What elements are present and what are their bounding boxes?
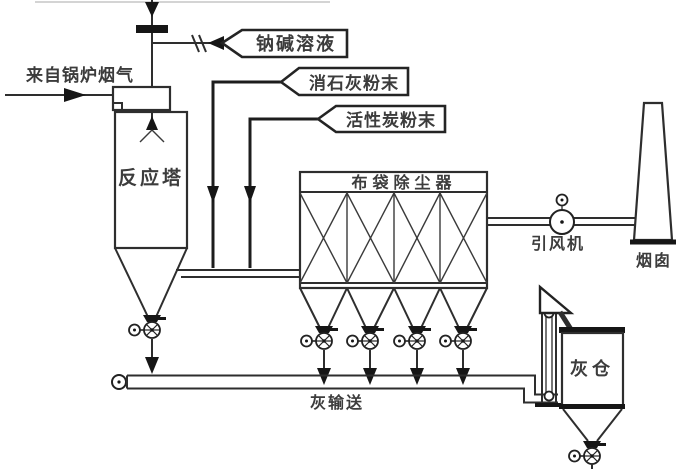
banner-slaked-lime: 消石灰粉末	[207, 66, 410, 268]
down-arrow-icon	[244, 186, 256, 203]
silo-cone-right	[596, 408, 623, 442]
pipe-break-icon	[198, 34, 207, 53]
ash-silo: 灰仓	[559, 327, 625, 469]
activated-carbon-label: 活性炭粉末	[346, 110, 436, 130]
reaction-tower-label: 反应塔	[118, 166, 184, 189]
banner-shape	[315, 104, 447, 134]
baghouse-hoppers	[299, 287, 488, 329]
filter-bag-lattice	[299, 192, 488, 284]
slaked-lime-label: 消石灰粉末	[309, 73, 399, 93]
bag-filter-label: 布袋除尘器	[351, 173, 456, 192]
ash-conveyor: 灰输送	[111, 374, 558, 412]
fan-hub-dot	[560, 220, 564, 224]
tower-cone-left	[114, 247, 149, 318]
chimney: 烟囱	[630, 101, 676, 270]
hopper-rotary-valve-icon	[438, 324, 479, 351]
silo-top-band	[559, 327, 625, 333]
banner-shape	[219, 28, 349, 59]
bucket-elevator	[535, 284, 575, 407]
carbon-feed-pipe	[248, 117, 318, 268]
left-arrow-icon	[208, 36, 224, 50]
bag-filter: 布袋除尘器	[298, 170, 489, 386]
ash-silo-label: 灰仓	[570, 358, 614, 379]
pipe-valve-icon	[136, 25, 168, 33]
hopper-discharge-arrow-icon	[362, 349, 378, 386]
lime-feed-pipe	[211, 80, 281, 268]
pipe-break-icon	[191, 34, 200, 53]
tower-cone-right	[155, 247, 188, 318]
hopper-rotary-valve-icon	[299, 324, 340, 351]
inlet-step	[113, 102, 123, 110]
silo-bottom-band	[559, 404, 625, 409]
elevator-bottom-pulley-icon	[543, 390, 555, 402]
conveyor-top-edge	[127, 374, 558, 396]
hopper-discharge-arrow-icon	[455, 349, 471, 386]
banner-shape	[278, 66, 410, 97]
down-arrow-icon	[207, 186, 219, 203]
silo-rotary-valve-icon	[567, 439, 608, 466]
elevator-head-cap	[538, 284, 575, 315]
down-arrow-icon	[145, 2, 159, 17]
right-arrow-icon	[64, 88, 86, 102]
hopper-discharge-arrow-icon	[316, 349, 332, 386]
hopper-discharge-arrow-icon	[409, 349, 425, 386]
tower-inlet-box	[111, 85, 172, 112]
spray-nozzle-icon	[139, 112, 165, 143]
banner-sodium-alkali: 钠碱溶液	[219, 28, 349, 59]
tower-rotary-valve-icon	[127, 313, 168, 340]
ash-conveying-label: 灰输送	[310, 393, 364, 412]
reaction-tower: 反应塔	[111, 85, 189, 375]
hopper-rotary-valve-icon	[392, 324, 433, 351]
hopper-rotary-valve-icon	[345, 324, 386, 351]
tower-discharge-arrow-icon	[144, 338, 160, 375]
conveyor-bottom-edge	[127, 387, 558, 404]
fan-motor-dot	[560, 198, 564, 202]
chimney-stack	[632, 101, 674, 242]
sodium-alkali-label: 钠碱溶液	[256, 33, 336, 54]
boiler-gas-inlet: 来自锅炉烟气	[5, 65, 134, 102]
induced-draft-fan-label: 引风机	[531, 234, 585, 253]
flue-gas-inlet-label: 来自锅炉烟气	[25, 65, 134, 85]
duct-tower-to-baghouse	[176, 269, 300, 278]
silo-cone-left	[562, 408, 589, 442]
induced-draft-fan: 引风机	[531, 193, 585, 253]
banner-activated-carbon: 活性炭粉末	[244, 104, 447, 268]
conveyor-drive-dot	[117, 380, 121, 384]
tower-body	[113, 110, 189, 250]
chimney-label: 烟囱	[636, 251, 672, 270]
